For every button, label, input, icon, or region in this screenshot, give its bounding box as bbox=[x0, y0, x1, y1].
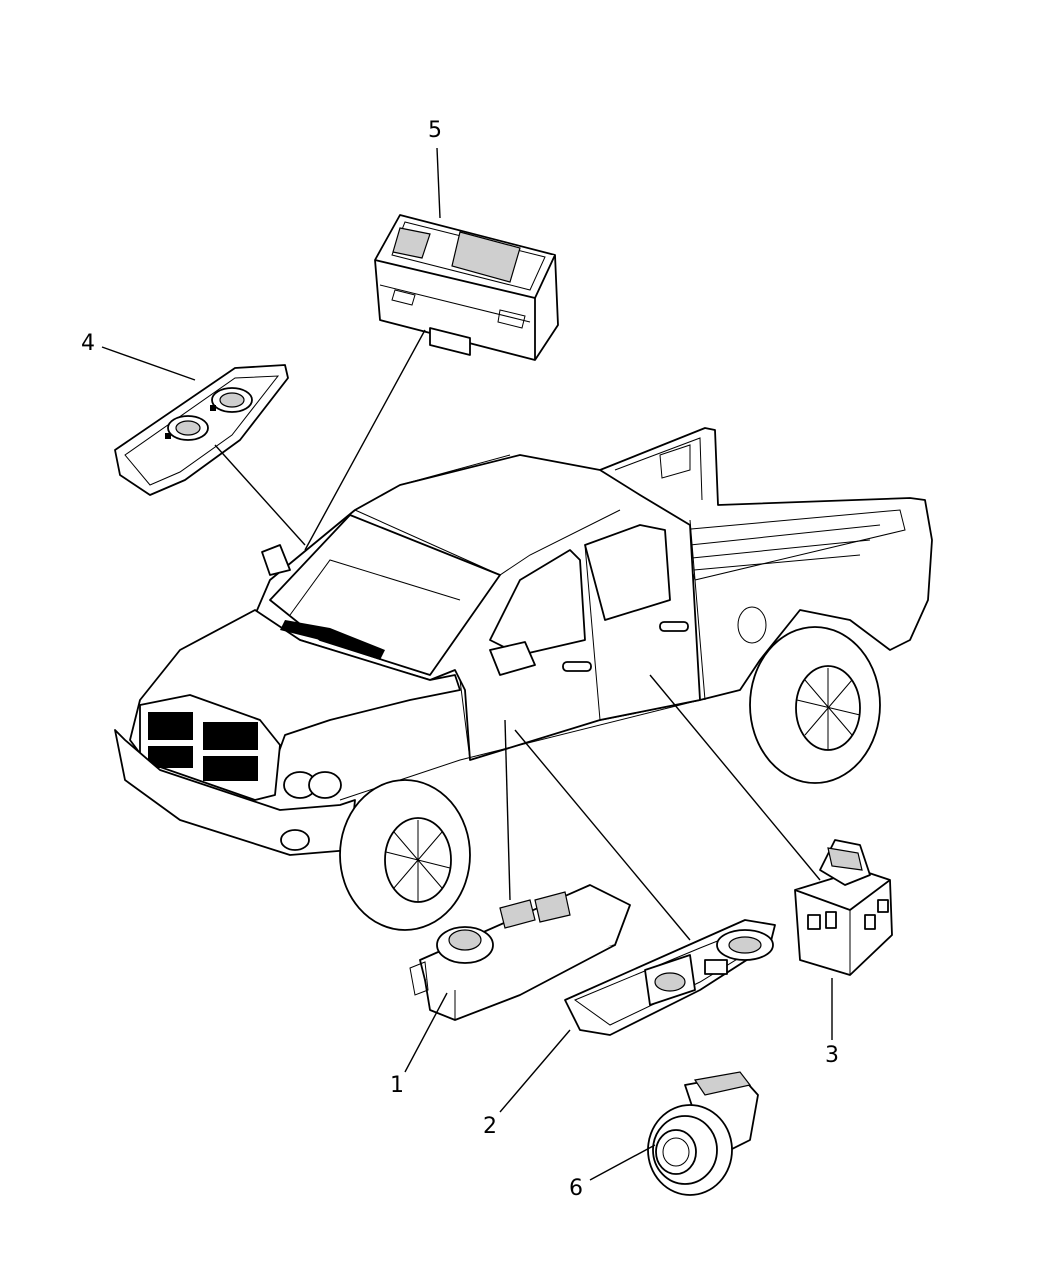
callout-3: 3 bbox=[825, 1043, 839, 1068]
callout-labels: 5 4 1 2 3 6 bbox=[81, 118, 839, 1201]
callout-4: 4 bbox=[81, 331, 95, 356]
part-3-switch bbox=[794, 839, 893, 976]
part-6-knob-switch bbox=[647, 1071, 759, 1196]
callout-1: 1 bbox=[390, 1073, 404, 1098]
callout-5: 5 bbox=[428, 118, 442, 143]
part-4-switch-bezel bbox=[114, 364, 289, 496]
leader-lines bbox=[101, 147, 833, 1181]
callout-2: 2 bbox=[483, 1114, 497, 1139]
part-5-switch-module bbox=[374, 214, 559, 361]
part-2-door-bezel bbox=[564, 919, 776, 1036]
part-1-master-switch bbox=[409, 884, 631, 1021]
pickup-truck-illustration bbox=[114, 427, 933, 931]
callout-6: 6 bbox=[569, 1176, 583, 1201]
